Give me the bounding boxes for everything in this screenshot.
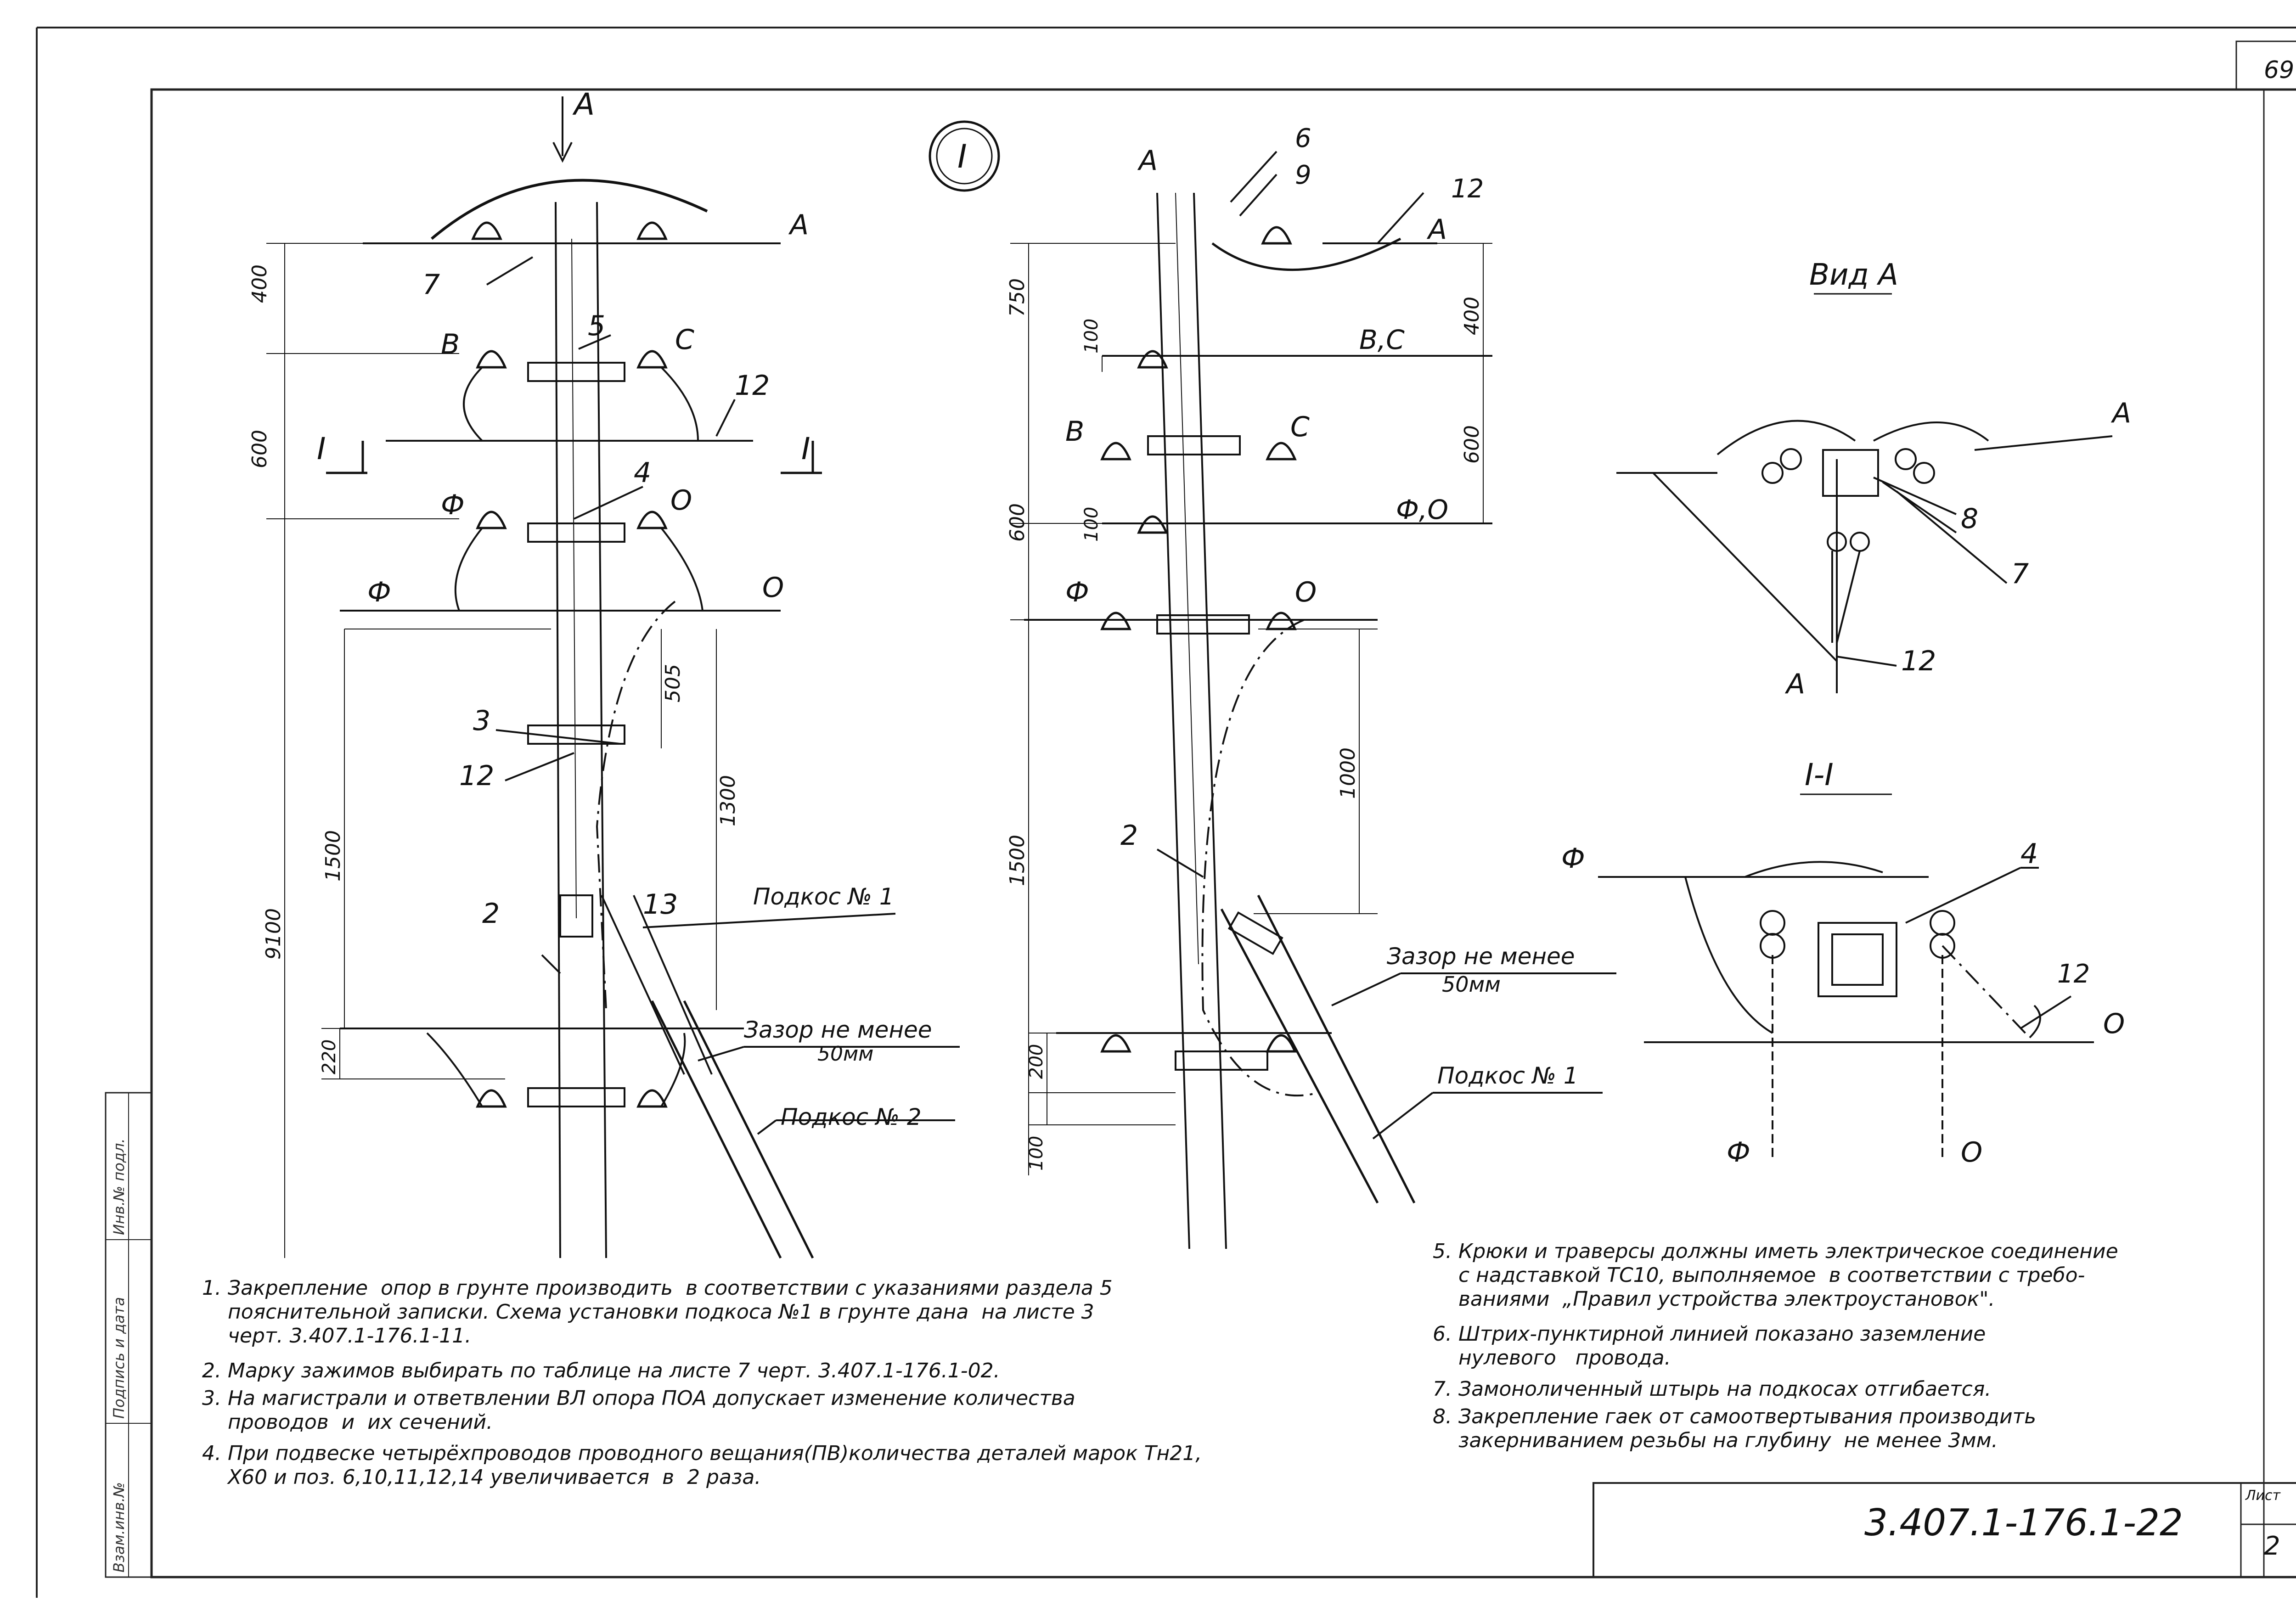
label-arrow-a: А — [572, 87, 595, 122]
note-6: 6. Штрих-пунктирной линией показано зазе… — [1433, 1322, 1986, 1370]
note-8: 8. Закрепление гаек от самоотвертывания … — [1433, 1405, 2037, 1452]
label-right-bc: В,С — [1359, 324, 1405, 355]
section-title: I-I — [1805, 757, 1834, 792]
label-right-f: Ф — [1065, 576, 1089, 608]
callout-4: 4 — [634, 457, 651, 489]
dim-right-1000: 1000 — [1336, 747, 1360, 799]
label-right-fo: Ф,О — [1396, 494, 1448, 525]
callout-brace1-right: Подкос № 1 — [1437, 1062, 1578, 1089]
callout-12-mid: 12 — [459, 760, 494, 792]
note-4: 4. При подвеске четырёхпроводов проводно… — [202, 1442, 1202, 1489]
view-a-labels: Вид А А А 8 7 12 — [1784, 258, 2131, 700]
label-right-b: В — [1065, 416, 1084, 448]
callout-2-right: 2 — [1120, 820, 1138, 852]
stamp-inv-no: Инв.№ подл. — [110, 1138, 128, 1235]
view-a-label-a-bottom: А — [1784, 668, 1805, 700]
dim-right-100c: 100 — [1026, 1136, 1047, 1171]
section-marker-label: I — [957, 138, 967, 175]
view-a-title: Вид А — [1809, 258, 1898, 292]
dim-left-505: 505 — [661, 664, 685, 702]
label-right-a-top: А — [1137, 145, 1158, 177]
left-pole-drawing — [266, 96, 960, 1259]
label-wire-f: Ф — [441, 489, 465, 521]
callout-brace2-left: Подкос № 2 — [781, 1104, 922, 1130]
dim-right-1500: 1500 — [1006, 835, 1029, 886]
callout-3: 3 — [473, 705, 490, 737]
sheet-label: Лист — [2245, 1488, 2281, 1504]
dim-left-1500: 1500 — [321, 830, 345, 882]
label-wire-f-lower: Ф — [367, 576, 391, 608]
section-label-o-right: О — [2103, 1008, 2125, 1040]
label-wire-a: А — [788, 209, 809, 241]
right-pole-labels: А 6 9 12 А В,С В С Ф,О Ф О 2 Зазор не ме… — [1006, 124, 1578, 1171]
dim-right-750: 750 — [1006, 278, 1029, 317]
callout-gap-right-line2: 50мм — [1442, 972, 1501, 997]
dim-left-220: 220 — [319, 1039, 340, 1074]
note-2: 2. Марку зажимов выбирать по таблице на … — [202, 1359, 1000, 1382]
view-a-callout-8: 8 — [1961, 503, 1978, 535]
label-right-a: А — [1426, 213, 1447, 246]
section-marker: I — [929, 120, 1000, 192]
callout-2: 2 — [482, 898, 500, 930]
label-right-c: С — [1290, 411, 1310, 443]
section-callout-4: 4 — [2020, 838, 2038, 870]
label-wire-o-upper: О — [670, 484, 692, 517]
view-a-drawing — [1616, 293, 2113, 693]
callout-12-top: 12 — [735, 370, 770, 402]
dim-right-200: 200 — [1026, 1044, 1047, 1079]
label-right-o: О — [1295, 576, 1317, 608]
section-mark-right: I — [801, 431, 810, 466]
label-wire-b: В — [441, 328, 460, 360]
view-a-callout-12: 12 — [1901, 645, 1936, 677]
callout-6: 6 — [1295, 124, 1311, 153]
dim-right-400: 400 — [1460, 297, 1484, 335]
page-number: 69 — [2264, 56, 2294, 84]
dim-left-400: 400 — [248, 264, 271, 303]
dim-left-1300: 1300 — [716, 775, 740, 826]
callout-9: 9 — [1295, 160, 1311, 190]
dim-left-9100: 9100 — [262, 908, 285, 960]
note-3: 3. На магистрали и ответвлении ВЛ опора … — [202, 1387, 1075, 1434]
callout-gap-left-line2: 50мм — [817, 1042, 873, 1066]
note-7: 7. Замоноличенный штырь на подкосах отги… — [1433, 1377, 1992, 1401]
section-label-f-top: Ф — [1561, 843, 1585, 875]
label-wire-o: О — [762, 572, 784, 604]
view-a-callout-7: 7 — [2011, 558, 2029, 590]
dim-right-600a: 600 — [1460, 425, 1484, 464]
sheet-number: 2 — [2264, 1531, 2280, 1561]
stamp-signature-date: Подпись и дата — [110, 1297, 128, 1419]
dim-right-600b: 600 — [1006, 503, 1029, 542]
callout-7: 7 — [422, 269, 440, 301]
callout-brace1-left: Подкос № 1 — [753, 883, 894, 910]
left-pole-labels: А А 7 В 5 С 12 I I Ф 4 О Ф О 3 12 13 2 П… — [248, 87, 932, 1130]
dim-left-600: 600 — [248, 430, 271, 468]
callout-5: 5 — [588, 310, 605, 342]
callout-13: 13 — [643, 888, 678, 921]
section-mark-left: I — [317, 431, 326, 466]
callout-12-right: 12 — [1451, 174, 1484, 204]
label-wire-c: С — [675, 324, 694, 356]
section-label-f-bottom: Ф — [1727, 1136, 1750, 1168]
dim-right-100b: 100 — [1081, 507, 1102, 542]
drawing-code: 3.407.1-176.1-22 — [1864, 1501, 2183, 1544]
dim-right-100a: 100 — [1081, 319, 1102, 354]
section-label-o-bottom: О — [1961, 1136, 1982, 1168]
note-1: 1. Закрепление опор в грунте производить… — [202, 1276, 1113, 1348]
callout-gap-right-line1: Зазор не менее — [1387, 943, 1575, 970]
callout-gap-left-line1: Зазор не менее — [744, 1017, 932, 1043]
note-5: 5. Крюки и траверсы должны иметь электри… — [1433, 1240, 2118, 1311]
section-callout-12: 12 — [2057, 959, 2090, 989]
right-pole-drawing — [1010, 151, 1616, 1249]
stamp-replaced-inv: Взам.инв.№ — [110, 1482, 128, 1573]
section-labels: I-I Ф 4 12 О Ф О — [1561, 757, 2125, 1168]
section-drawing — [1598, 793, 2094, 1162]
view-a-label-a-right: А — [2110, 397, 2131, 429]
